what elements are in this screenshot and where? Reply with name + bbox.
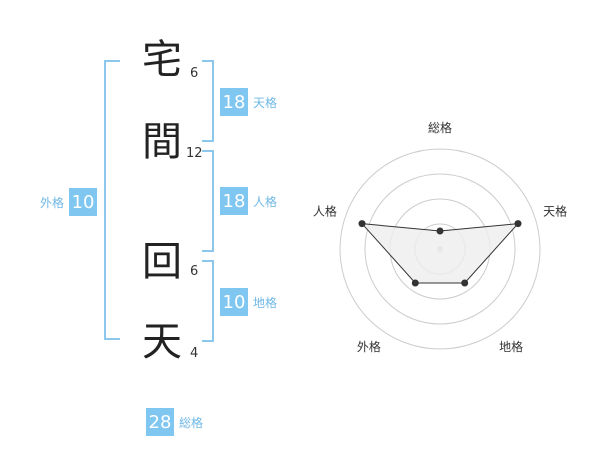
name-char-4: 天 xyxy=(142,319,182,365)
name-char-2: 間 xyxy=(142,119,182,165)
gaikaku-bracket xyxy=(104,60,120,340)
chikaku-badge: 10 地格 xyxy=(220,288,277,316)
soukaku-value: 28 xyxy=(146,408,174,436)
tenkaku-value: 18 xyxy=(220,88,248,116)
radar-axis-label: 地格 xyxy=(499,339,523,354)
jinkaku-label: 人格 xyxy=(253,194,278,209)
jinkaku-value: 18 xyxy=(220,187,248,215)
gaikaku-value: 10 xyxy=(69,188,98,216)
name-char-1: 宅 xyxy=(142,37,182,83)
radar-grid-ring xyxy=(339,148,541,350)
tenkaku-label: 天格 xyxy=(253,95,278,110)
radar-grid-ring xyxy=(364,173,516,325)
stroke-count-2: 12 xyxy=(186,146,203,161)
soukaku-badge: 28 総格 xyxy=(146,408,203,436)
jinkaku-badge: 18 人格 xyxy=(220,187,277,215)
chikaku-label: 地格 xyxy=(253,295,278,310)
radar-axis-label: 人格 xyxy=(313,204,337,219)
chikaku-bracket xyxy=(202,260,214,342)
soukaku-label: 総格 xyxy=(179,415,204,430)
tenkaku-bracket xyxy=(202,60,214,142)
radar-point xyxy=(514,220,522,228)
radar-point xyxy=(436,227,444,235)
radar-series-area xyxy=(360,223,520,284)
radar-axis-label: 総格 xyxy=(428,120,452,135)
tenkaku-badge: 18 天格 xyxy=(220,88,277,116)
jinkaku-bracket xyxy=(202,150,214,252)
radar-point xyxy=(461,279,469,287)
stroke-count-3: 6 xyxy=(190,264,199,279)
stroke-count-4: 4 xyxy=(190,346,199,361)
radar-point xyxy=(358,220,366,228)
name-char-3: 回 xyxy=(142,239,182,285)
chikaku-value: 10 xyxy=(220,288,248,316)
gaikaku-badge: 外格 10 xyxy=(40,188,98,216)
radar-point xyxy=(411,279,419,287)
radar-axis-label: 外格 xyxy=(357,339,381,354)
stroke-count-1: 6 xyxy=(190,66,199,81)
gaikaku-label: 外格 xyxy=(40,195,65,210)
radar-axis-label: 天格 xyxy=(543,204,567,219)
